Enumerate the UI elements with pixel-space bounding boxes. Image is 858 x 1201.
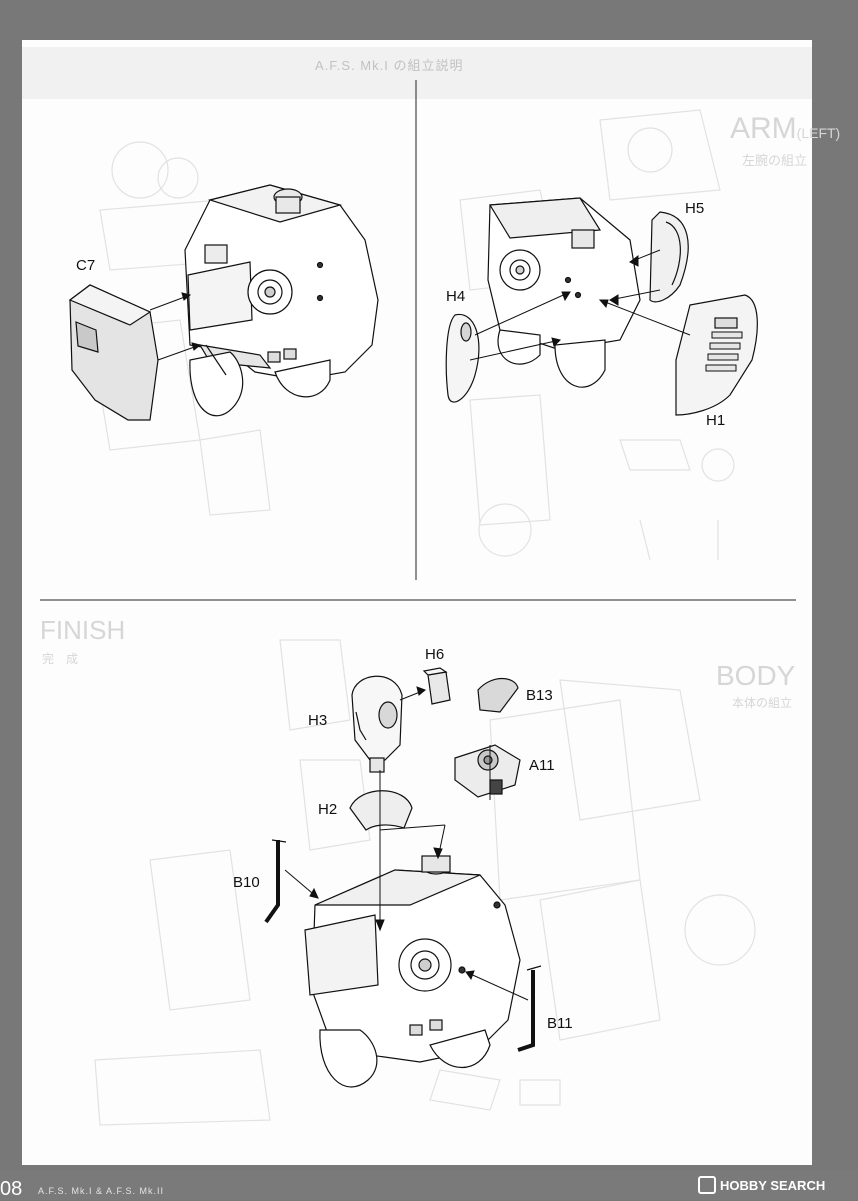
ghost-finish-jp: 完 成 bbox=[42, 652, 79, 666]
ghost-bleed-through bbox=[89, 109, 756, 1126]
label-a11: A11 bbox=[529, 757, 555, 774]
ghost-arm-word: ARM bbox=[730, 112, 797, 145]
c7-guide-arrows bbox=[149, 292, 202, 361]
part-b13 bbox=[477, 677, 519, 713]
arm-guide-arrows bbox=[469, 249, 691, 361]
part-h5 bbox=[649, 211, 689, 303]
part-b11 bbox=[517, 965, 542, 1052]
part-h6 bbox=[422, 667, 451, 705]
body-guide-arrows bbox=[284, 686, 529, 1001]
watermark-text: HOBBY SEARCH bbox=[720, 1177, 826, 1193]
page-header-title: A.F.S. Mk.I の組立説明 bbox=[315, 58, 464, 73]
label-c7: C7 bbox=[76, 257, 96, 274]
watermark: HOBBY SEARCH bbox=[698, 1176, 825, 1194]
part-c7 bbox=[68, 284, 159, 421]
part-b10 bbox=[264, 839, 287, 924]
label-h5: H5 bbox=[685, 200, 705, 217]
part-h1 bbox=[675, 294, 758, 416]
part-h3-head bbox=[351, 675, 403, 773]
label-h6: H6 bbox=[425, 646, 445, 663]
part-h2 bbox=[349, 790, 413, 831]
ghost-arm-sub: (LEFT) bbox=[796, 125, 841, 141]
page-header-band bbox=[22, 47, 812, 99]
label-b11: B11 bbox=[547, 1015, 573, 1032]
part-a11 bbox=[454, 744, 521, 798]
ghost-body-title: BODY bbox=[716, 660, 796, 691]
label-h2: H2 bbox=[318, 801, 338, 818]
label-b10: B10 bbox=[233, 874, 260, 891]
panel-dividers bbox=[40, 80, 796, 601]
ghost-arm-title: ARM(LEFT) bbox=[730, 112, 840, 146]
label-h1: H1 bbox=[706, 412, 726, 429]
watermark-logo-icon bbox=[698, 1176, 716, 1194]
label-h4: H4 bbox=[446, 288, 466, 305]
ghost-body-jp: 本体の組立 bbox=[732, 696, 793, 710]
top-left-torso-assembly bbox=[184, 184, 379, 417]
footer-product-text: A.F.S. Mk.I & A.F.S. Mk.II bbox=[38, 1186, 165, 1196]
ghost-arm-jp: 左腕の組立 bbox=[742, 153, 808, 168]
label-b13: B13 bbox=[526, 687, 553, 704]
part-h4 bbox=[445, 313, 480, 403]
ghost-finish-title: FINISH bbox=[40, 615, 126, 645]
bottom-torso-assembly bbox=[304, 855, 521, 1088]
label-h3: H3 bbox=[308, 712, 328, 729]
page-number: 08 bbox=[0, 1178, 23, 1200]
